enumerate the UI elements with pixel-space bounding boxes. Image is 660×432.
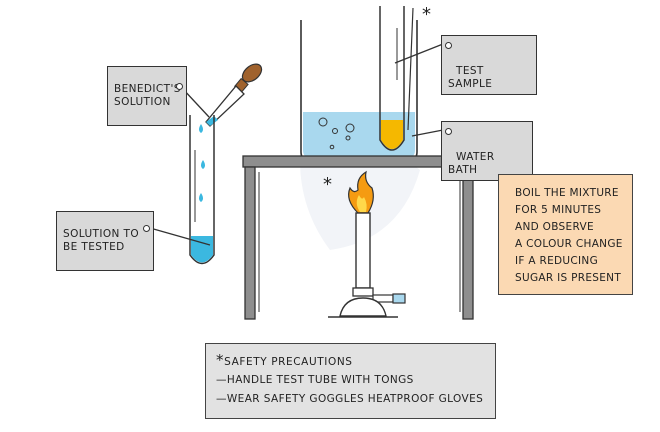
falling-drop — [199, 124, 203, 133]
tag-hole — [176, 83, 183, 90]
note-line: AND OBSERVE — [515, 221, 594, 233]
tag-hole — [143, 225, 150, 232]
leader-solution — [149, 227, 211, 246]
hazard-star-tube: * — [422, 4, 431, 25]
safety-star: * — [216, 351, 225, 369]
dropper — [205, 63, 263, 127]
bubble — [329, 144, 335, 150]
tripod-leg-right — [462, 166, 474, 320]
dropper-liquid — [206, 116, 218, 126]
note-line: IF A REDUCING — [515, 255, 599, 267]
test-sample-tube — [379, 6, 405, 151]
burner-barrel — [355, 212, 371, 289]
bubble — [318, 117, 328, 127]
falling-drop — [201, 160, 205, 169]
bunsen-burner — [328, 170, 406, 318]
bubble — [332, 128, 338, 134]
tag-hole — [445, 128, 452, 135]
test-tube-liquid — [191, 236, 213, 263]
instruction-note: BOIL THE MIXTURE FOR 5 MINUTES AND OBSER… — [498, 174, 633, 295]
safety-precautions-box: *SAFETY PRECAUTIONS —HANDLE TEST TUBE WI… — [205, 343, 496, 419]
label-test-sample: TEST SAMPLE — [441, 35, 537, 95]
bubble — [345, 135, 351, 141]
test-tube-solution — [189, 115, 215, 265]
bubble — [345, 123, 355, 133]
hazard-star-burner: * — [323, 174, 332, 195]
safety-item: —HANDLE TEST TUBE WITH TONGS — [216, 374, 414, 386]
burner-collar — [352, 287, 374, 297]
label-water-bath-text: WATER BATH — [448, 151, 495, 176]
label-water-bath: WATER BATH — [441, 121, 533, 181]
test-sample-tube-edge — [407, 7, 414, 131]
falling-drop — [199, 193, 203, 202]
label-benedicts-solution: BENEDICT'S SOLUTION — [107, 66, 187, 126]
leader-water-bath — [411, 129, 444, 137]
label-benedicts-text: BENEDICT'S SOLUTION — [114, 83, 181, 108]
tag-hole — [445, 42, 452, 49]
beaker — [300, 6, 418, 161]
note-line: BOIL THE MIXTURE — [515, 187, 619, 199]
label-solution-text: SOLUTION TO BE TESTED — [63, 228, 139, 253]
tripod — [242, 155, 476, 320]
test-tube-outline — [189, 115, 215, 265]
test-sample-liquid — [381, 120, 403, 149]
note-line: SUGAR IS PRESENT — [515, 272, 622, 284]
safety-heading: *SAFETY PRECAUTIONS — [216, 351, 485, 371]
label-test-sample-text: TEST SAMPLE — [448, 65, 493, 90]
note-line: A COLOUR CHANGE — [515, 238, 623, 250]
label-solution-to-be-tested: SOLUTION TO BE TESTED — [56, 211, 154, 271]
flame-inner — [356, 195, 367, 212]
leader-test-sample — [394, 43, 444, 64]
gas-hose — [392, 293, 406, 304]
safety-item: —WEAR SAFETY GOGGLES HEATPROOF GLOVES — [216, 393, 484, 405]
note-line: FOR 5 MINUTES — [515, 204, 602, 216]
flame-outer — [348, 170, 374, 214]
burner-base — [339, 297, 387, 317]
tripod-leg-left — [244, 166, 256, 320]
safety-title: SAFETY PRECAUTIONS — [224, 356, 353, 368]
